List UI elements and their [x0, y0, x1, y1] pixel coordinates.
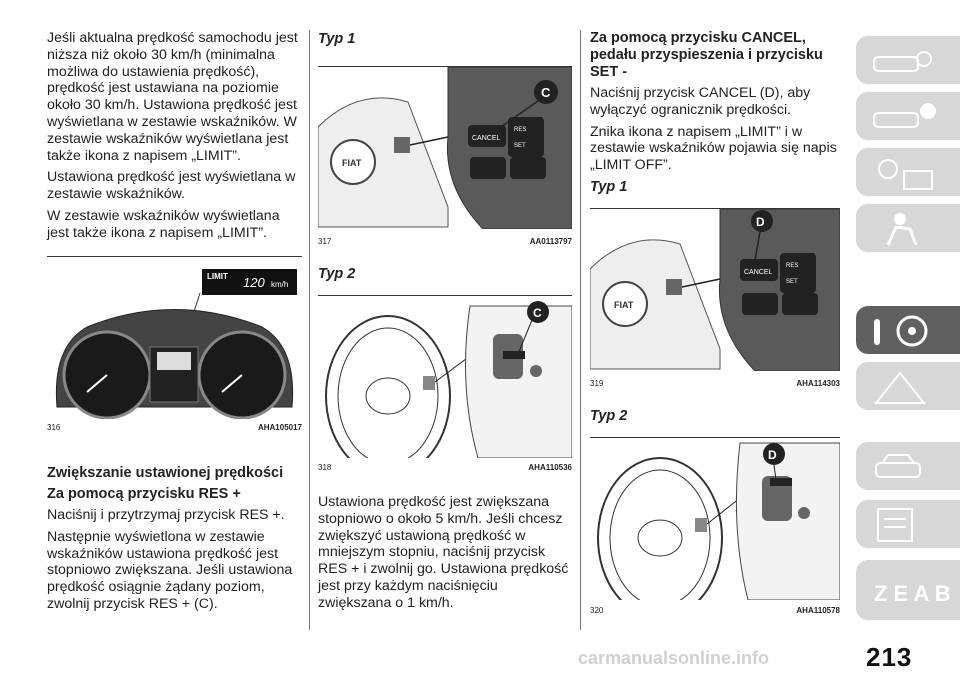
figure-320: D 320 AHA110578	[590, 437, 841, 623]
figure-319: FIAT CANCEL RES SET D 319 AHA114303	[589, 208, 841, 393]
emergency-tab[interactable]	[856, 362, 960, 410]
subsection-heading: Za pomocą przycisku RES +	[47, 486, 241, 502]
figure-caption: 317 AA0113797	[318, 237, 572, 246]
car-maintenance-tab[interactable]	[856, 442, 960, 490]
cancel-label: CANCEL	[744, 269, 773, 276]
figure-number: 320	[590, 606, 604, 615]
callout-letter: D	[768, 448, 777, 462]
res-label: RES	[786, 263, 798, 269]
paragraph: Następnie wyświetlona w zestawie wskaźni…	[47, 528, 293, 612]
figure-caption: 316 AHA105017	[47, 423, 302, 432]
type-label: Typ 1	[318, 31, 356, 47]
paragraph: Naciśnij i przytrzymaj przycisk RES +.	[47, 507, 285, 523]
warning-triangle-icon	[873, 371, 927, 404]
column-1: Jeśli aktualna prędkość samochodu jest n…	[47, 30, 302, 247]
figure-318: C 318 AHA110536	[318, 295, 573, 481]
steering-wheel-type2-illustration: D	[597, 442, 841, 619]
lights-envelope-icon	[878, 159, 933, 190]
watermark: carmanualsonline.info	[578, 648, 770, 668]
car-warning-tab[interactable]	[856, 92, 960, 140]
paragraph: Ustawiona prędkość jest zwiększana stopn…	[318, 494, 569, 611]
figure-number: 317	[318, 237, 332, 246]
figure-number: 318	[318, 463, 332, 472]
instrument-cluster-illustration: LIMIT 120 km/h	[55, 269, 297, 420]
section-heading: Zwiększanie ustawionej prędkości	[47, 465, 284, 481]
figure-code: AHA105017	[257, 423, 302, 432]
figure-number: 316	[47, 423, 61, 432]
column-2-lower: Ustawiona prędkość jest zwiększana stopn…	[318, 494, 573, 617]
callout-letter: D	[756, 215, 765, 229]
cancel-label: CANCEL	[472, 135, 501, 142]
index-tab[interactable]: Z E A B C D	[856, 560, 960, 620]
steering-wheel-tab[interactable]	[856, 306, 960, 354]
document-list-icon	[877, 508, 913, 542]
car-info-icon	[873, 103, 936, 128]
paragraph: W zestawie wskaźników wyświetlana jest t…	[47, 207, 280, 241]
specifications-tab[interactable]	[856, 500, 960, 548]
figure-number: 319	[590, 379, 604, 388]
fiat-logo-text: FIAT	[614, 300, 634, 310]
paragraph: Naciśnij przycisk CANCEL (D), aby wyłącz…	[590, 85, 811, 118]
figure-caption: 320 AHA110578	[590, 606, 840, 615]
figure-code: AHA110536	[528, 463, 572, 472]
svg-text:Z E A B C D: Z E A B C D	[874, 581, 950, 606]
lights-tab[interactable]	[856, 148, 960, 196]
car-search-icon	[873, 51, 932, 72]
figure-code: AHA110578	[796, 606, 840, 615]
type-label: Typ 1	[590, 179, 628, 195]
steering-wheel-type2-illustration: C	[325, 301, 573, 477]
figure-317: FIAT CANCEL RES SET C 317 AA0113797	[317, 66, 573, 251]
paragraph: Ustawiona prędkość jest wyświetlana w ze…	[47, 169, 296, 203]
set-label: SET	[786, 279, 798, 285]
type-label: Typ 2	[590, 408, 628, 424]
airbag-person-icon	[886, 213, 918, 246]
figure-316: LIMIT 120 km/h 316 AHA105017	[47, 256, 302, 432]
figure-code: AA0113797	[529, 237, 572, 246]
safety-tab[interactable]	[856, 204, 960, 252]
steering-wheel-buttons-illustration: FIAT CANCEL RES SET D	[589, 208, 841, 372]
fiat-logo-text: FIAT	[342, 158, 362, 168]
type-label: Typ 2	[318, 266, 356, 282]
steering-wheel-key-icon	[874, 315, 928, 347]
car-service-icon	[875, 454, 921, 478]
figure-caption: 319 AHA114303	[590, 379, 840, 388]
callout-letter: C	[541, 85, 551, 100]
paragraph: Znika ikona z napisem „LIMIT” i w zestaw…	[590, 123, 837, 174]
display-limit-label: LIMIT	[207, 272, 228, 281]
column-3: Za pomocą przycisku CANCEL, pedału przys…	[590, 30, 840, 179]
display-limit-unit: km/h	[271, 280, 288, 289]
paragraph: Jeśli aktualna prędkość samochodu jest n…	[47, 30, 298, 164]
column-divider	[309, 30, 310, 630]
steering-wheel-buttons-illustration: FIAT CANCEL RES SET C	[317, 66, 573, 230]
car-info-tab[interactable]	[856, 36, 960, 84]
column-1-lower: Zwiększanie ustawionej prędkości Za pomo…	[47, 465, 302, 618]
display-limit-value: 120	[243, 275, 265, 290]
set-label: SET	[514, 143, 526, 149]
callout-letter: C	[533, 306, 542, 320]
alphabet-index-icon: Z E A B C D	[874, 581, 950, 606]
page-number: 213	[866, 642, 913, 672]
figure-code: AHA114303	[796, 379, 840, 388]
column-divider	[580, 30, 581, 630]
figure-caption: 318 AHA110536	[318, 463, 572, 472]
res-label: RES	[514, 127, 526, 133]
section-heading: Za pomocą przycisku CANCEL, pedału przys…	[590, 30, 823, 80]
